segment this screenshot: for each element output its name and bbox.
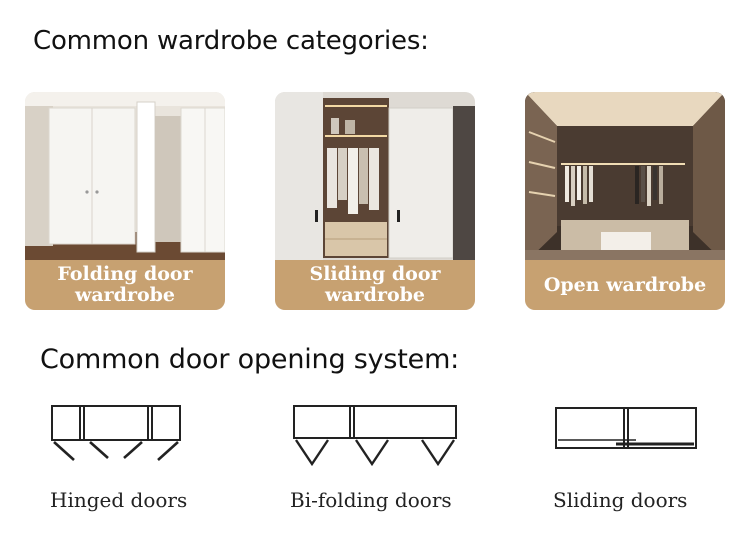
card-caption: Sliding door wardrobe	[275, 260, 475, 310]
sliding-doors-diagram	[555, 407, 697, 449]
door-opening-system-heading: Common door opening system:	[40, 344, 460, 375]
card-caption: Open wardrobe	[525, 260, 725, 310]
bi-folding-doors-diagram	[293, 405, 457, 467]
bi-folding-doors-label: Bi-folding doors	[290, 488, 452, 512]
sliding-doors-label: Sliding doors	[553, 488, 688, 512]
wardrobe-categories-heading: Common wardrobe categories:	[33, 26, 429, 56]
folding-door-wardrobe-card: Folding door wardrobe	[25, 92, 225, 310]
folding-door-wardrobe-photo	[25, 92, 225, 263]
open-wardrobe-photo	[525, 92, 725, 263]
card-caption: Folding door wardrobe	[25, 260, 225, 310]
sliding-door-wardrobe-card: Sliding door wardrobe	[275, 92, 475, 310]
open-wardrobe-card: Open wardrobe	[525, 92, 725, 310]
sliding-door-wardrobe-photo	[275, 92, 475, 263]
hinged-doors-diagram	[51, 405, 181, 461]
hinged-doors-label: Hinged doors	[50, 488, 188, 512]
